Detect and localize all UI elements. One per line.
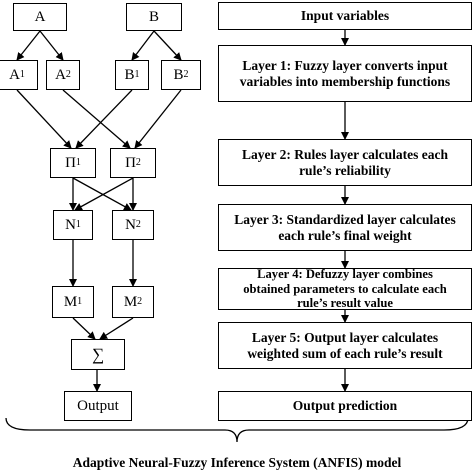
rule-node-label: Π [125, 154, 136, 171]
output-node-label: Output [77, 397, 119, 414]
arrow-m2-sum [99, 317, 134, 340]
arrow-b-b1 [131, 30, 155, 61]
step-layer-5: Layer 5: Output layer calculates weighte… [218, 322, 472, 369]
arrow-pi2-n1 [74, 177, 134, 211]
arrow-a1-pi1 [16, 89, 72, 149]
defuzzy-node-subscript: 1 [77, 296, 83, 307]
bracket [5, 417, 469, 443]
step-layer-2: Layer 2: Rules layer calculates each rul… [218, 139, 472, 186]
input-node-a-label: A [34, 8, 46, 25]
arrow-a-a1 [16, 30, 41, 61]
arrow-pi1-n2 [72, 177, 132, 211]
rule-node-subscript: 2 [135, 157, 141, 168]
step-layer-3: Layer 3: Standardized layer calculates e… [218, 204, 472, 251]
step-layer-1: Layer 1: Fuzzy layer converts input vari… [218, 45, 472, 102]
membership-node-label: A [9, 66, 20, 83]
defuzzy-node-label: M [123, 293, 138, 310]
arrow-b2-pi2 [134, 89, 182, 149]
step-input-variables: Input variables [218, 2, 472, 30]
rule-node-subscript: 1 [75, 157, 81, 168]
sum-node: ∑ [71, 339, 125, 370]
sum-symbol: ∑ [91, 345, 105, 364]
input-node-b: B [126, 3, 182, 31]
arrow-a2-pi2 [62, 89, 131, 149]
membership-node-label: B [124, 66, 135, 83]
input-node-a: A [13, 3, 67, 31]
membership-node-label: B [173, 66, 184, 83]
step-output-prediction: Output prediction [218, 391, 472, 421]
normalized-node-label: N [65, 216, 76, 233]
input-node-b-label: B [148, 8, 159, 25]
rule-node-label: Π [65, 154, 76, 171]
step-layer-4: Layer 4: Defuzzy layer combines obtained… [218, 268, 472, 310]
normalized-node-subscript: 2 [135, 219, 141, 230]
membership-node-subscript: 1 [134, 69, 140, 80]
defuzzy-node-label: M [63, 293, 78, 310]
arrow-a-a2 [39, 30, 64, 61]
membership-node-subscript: 2 [183, 69, 189, 80]
normalized-node-subscript: 1 [75, 219, 81, 230]
arrow-b-b2 [153, 30, 182, 61]
arrow-b1-pi1 [75, 89, 133, 149]
output-node: Output [64, 391, 132, 421]
defuzzy-node-subscript: 2 [137, 296, 143, 307]
normalized-node-label: N [125, 216, 136, 233]
arrow-m1-sum [72, 317, 96, 340]
membership-node-label: A [55, 66, 66, 83]
membership-node-subscript: 2 [65, 69, 71, 80]
membership-node-subscript: 1 [19, 69, 25, 80]
diagram-caption: Adaptive Neural-Fuzzy Inference System (… [72, 455, 402, 470]
